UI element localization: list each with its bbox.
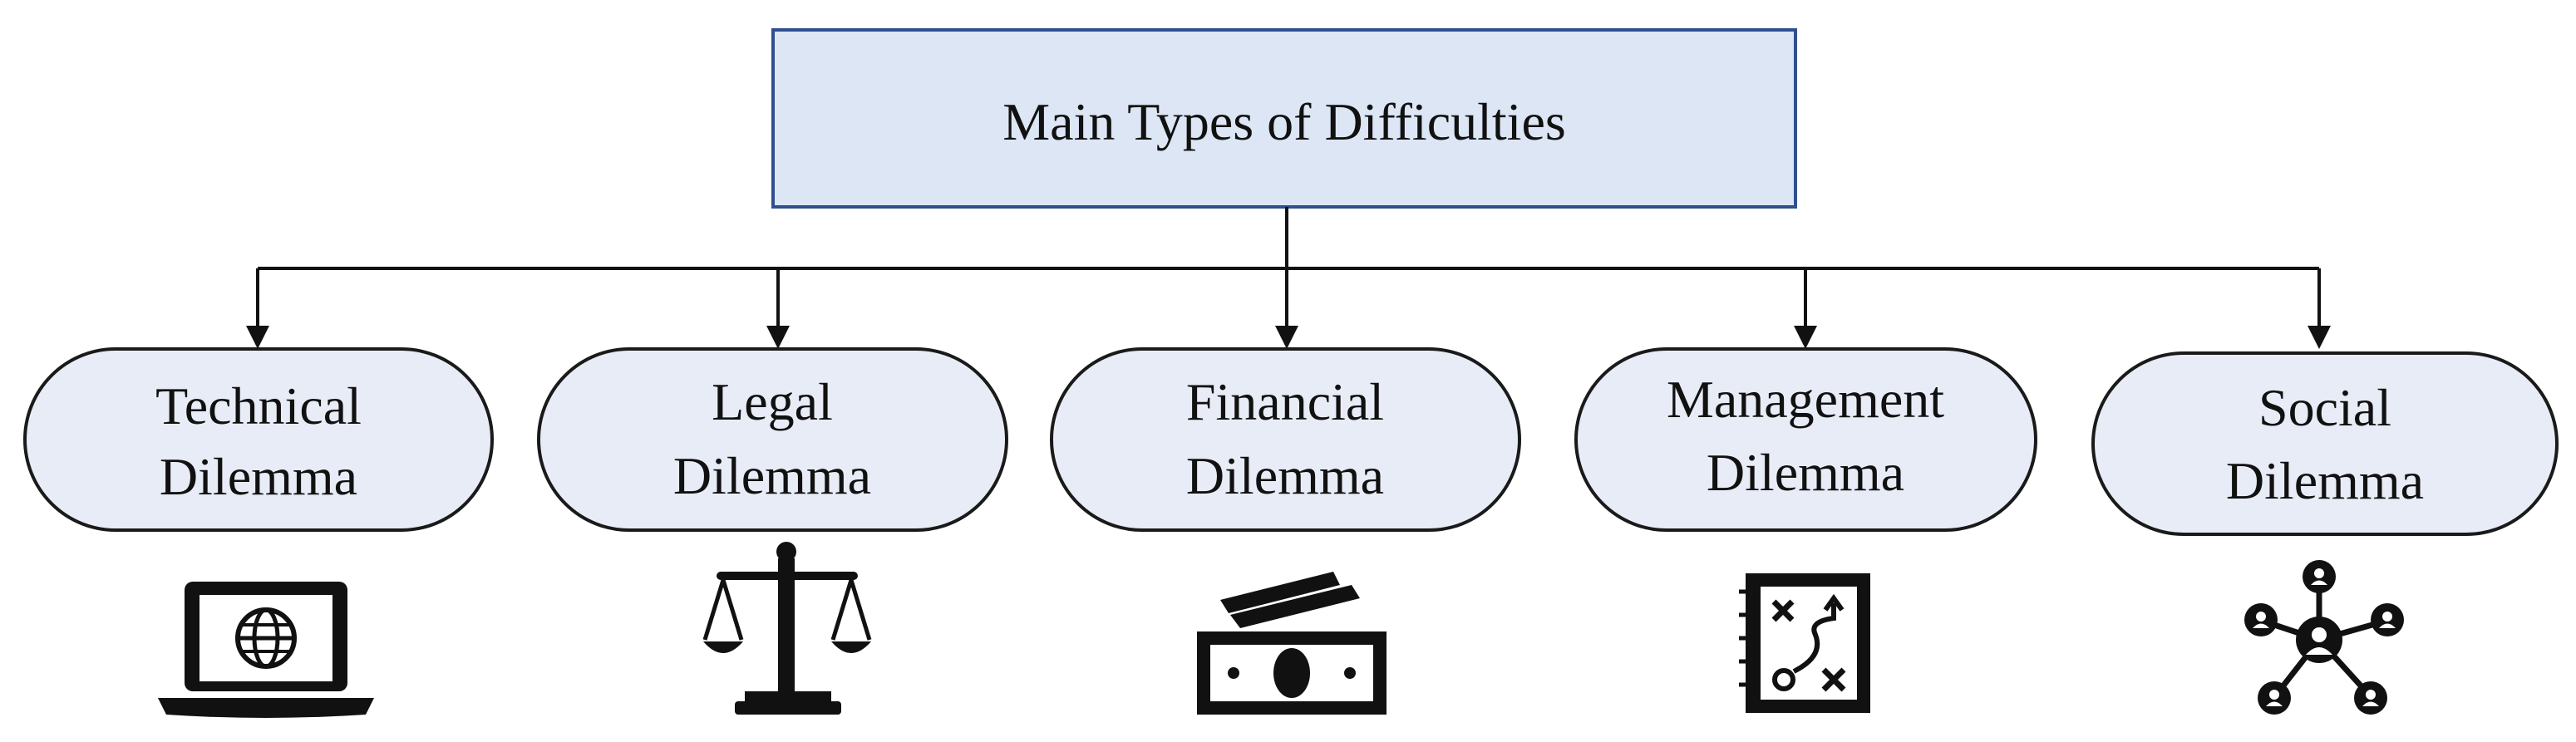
node-technical-dilemma: Technical Dilemma [23,347,494,532]
node-financial-line2: Dilemma [1186,446,1384,505]
node-legal-line1: Legal [712,372,833,431]
arrowhead-legal [766,326,790,349]
root-label: Main Types of Difficulties [1002,92,1566,151]
arrowhead-social [2308,326,2331,349]
node-legal-dilemma: Legal Dilemma [537,347,1008,532]
arrowhead-financial [1275,326,1298,349]
node-social-line1: Social [2258,378,2391,437]
node-management-line2: Dilemma [1707,443,1904,502]
node-management-dilemma: Management Dilemma [1574,347,2037,532]
node-technical-line2: Dilemma [160,447,357,506]
scales-of-justice-icon [702,542,872,715]
root-box: Main Types of Difficulties [771,28,1797,209]
connectors [256,207,2321,341]
node-management-line1: Management [1667,370,1944,429]
banknotes-icon [1197,572,1387,715]
node-social-line2: Dilemma [2226,451,2424,510]
node-financial-line1: Financial [1186,372,1384,431]
arrowheads [246,326,2331,349]
node-social-dilemma: Social Dilemma [2091,351,2559,536]
arrowhead-management [1794,326,1817,349]
node-financial-dilemma: Financial Dilemma [1050,347,1521,532]
social-network-icon [2244,560,2404,715]
node-legal-line2: Dilemma [673,446,871,505]
node-technical-line1: Technical [155,376,362,435]
laptop-globe-icon [158,582,374,718]
strategy-board-icon [1739,573,1870,713]
arrowhead-technical [246,326,269,349]
